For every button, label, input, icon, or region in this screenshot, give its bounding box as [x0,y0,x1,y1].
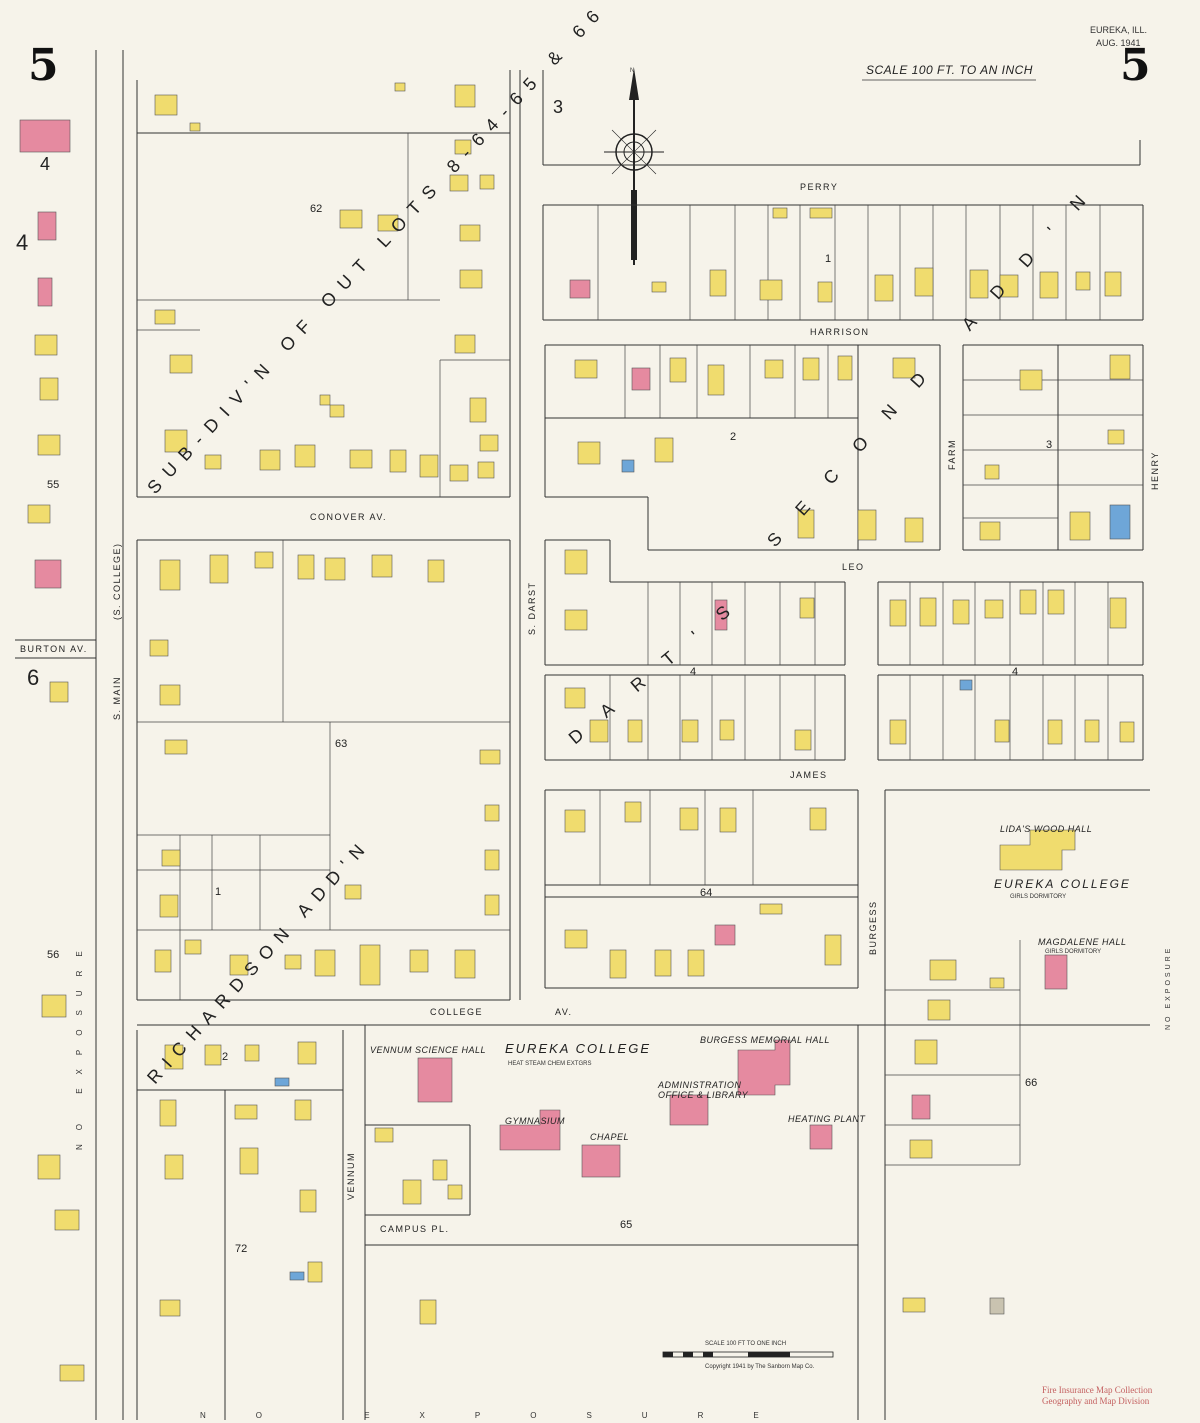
block-number: 56 [47,949,59,961]
eureka-college-main-label: EUREKA COLLEGE [505,1041,651,1056]
office-library-label: OFFICE & LIBRARY [658,1090,749,1100]
lot-lines [597,205,1143,1166]
street-vennum: VENNUM [346,1152,356,1200]
block-number: 4 [16,230,28,255]
eureka-college-label: EUREKA COLLEGE [994,877,1131,891]
watermark-line2: Geography and Map Division [1042,1396,1150,1406]
street-henry: HENRY [1150,451,1160,490]
frame-dwellings [19,82,1135,1382]
street-farm: FARM [947,439,957,470]
vennum-science-hall-label: VENNUM SCIENCE HALL [370,1045,486,1055]
scale-bar: SCALE 100 FT TO ONE INCH Copyright 1941 … [662,1341,834,1370]
lidas-wood-hall-label: LIDA'S WOOD HALL [1000,824,1092,834]
street-james: JAMES [790,770,828,780]
block-number: 72 [235,1243,247,1255]
block-number: 1 [825,253,831,265]
street-burton: BURTON AV. [20,644,88,654]
block-numbers: 3 62 1 2 3 4 4 55 63 64 56 1 2 65 66 72 … [16,97,1052,1255]
scale-title: SCALE 100 FT. TO AN INCH [866,63,1033,77]
burgess-memorial-hall-label: BURGESS MEMORIAL HALL [700,1035,830,1045]
sheet-number-left: 5 [28,40,59,91]
addition-subdiv: SUB-DIV'N OF OUT LOTS 8-64-65 & 66 [143,0,610,498]
block-number: 63 [335,738,347,750]
block-number: 1 [215,886,221,898]
place-name: EUREKA, ILL. [1090,25,1147,35]
administration-label: ADMINISTRATION [657,1080,741,1090]
exposure-right: NO EXPOSURE [1165,946,1172,1030]
magdalene-hall-label: MAGDALENE HALL [1038,937,1127,947]
scale-bar-label: SCALE 100 FT TO ONE INCH [705,1341,786,1347]
street-harrison: HARRISON [810,327,870,337]
street-perry: PERRY [800,182,838,192]
street-conover: CONOVER AV. [310,512,387,522]
map-date: AUG. 1941 [1096,38,1141,48]
heating-plant-label: HEATING PLANT [788,1114,866,1124]
girls-dormitory-label: GIRLS DORMITORY [1010,894,1066,900]
heat-steam-note: HEAT STEAM CHEM EXTGRS [508,1061,591,1067]
block-number: 64 [700,887,712,899]
street-leo: LEO [842,562,865,572]
block-number: 6 [27,665,39,690]
block-number: 4 [40,154,50,174]
block-number: 62 [310,203,322,215]
block-number: 3 [1046,439,1052,451]
block-number: 4 [1012,666,1018,678]
block-number: 55 [47,479,59,491]
block-number: 4 [690,666,696,678]
block-number: 2 [730,431,736,443]
street-college-av: COLLEGE [430,1007,483,1017]
street-burgess: BURGESS [868,900,878,955]
street-campus-pl: CAMPUS PL. [380,1224,450,1234]
block-number: 66 [1025,1077,1037,1089]
street-s-college: (S. COLLEGE) [112,542,122,620]
exposure-bottom: NO EXPOSURE [200,1411,809,1420]
watermark-line1: Fire Insurance Map Collection [1042,1385,1153,1395]
exposure-left: NO EXPOSURE [75,937,84,1150]
block-number: 65 [620,1219,632,1231]
compass-rose-icon: N [604,68,664,265]
gymnasium-label: GYMNASIUM [505,1116,565,1126]
college-buildings [417,829,1076,1178]
chapel-label: CHAPEL [590,1132,629,1142]
street-s-darst: S. DARST [527,581,537,635]
sheet-number-right: 5 [1120,40,1151,91]
block-number: 2 [222,1051,228,1063]
street-s-main: S. MAIN [112,676,122,720]
block-number: 3 [553,97,563,117]
compass-n-label: N [630,68,634,74]
street-college-av-suffix: AV. [555,1007,573,1017]
girls-dormitory-2-label: GIRLS DORMITORY [1045,949,1101,955]
copyright-label: Copyright 1941 by The Sanborn Map Co. [705,1364,815,1370]
